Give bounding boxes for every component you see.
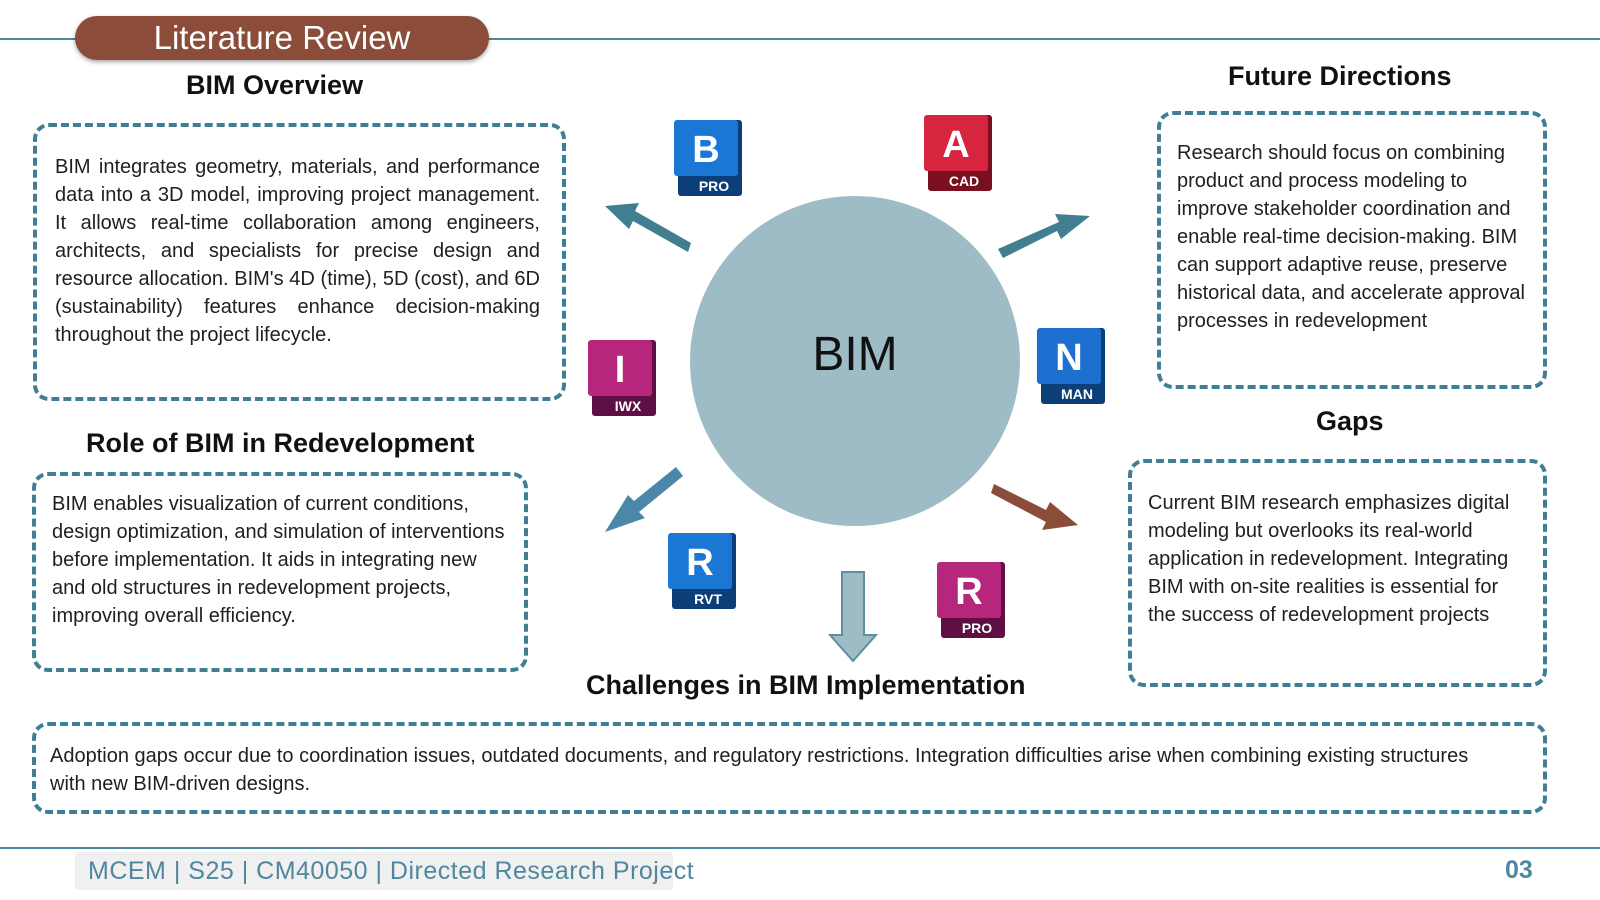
arrow-down-right bbox=[991, 484, 1078, 530]
revit-tag: RVT bbox=[694, 591, 722, 607]
overview-text: BIM integrates geometry, materials, and … bbox=[55, 156, 540, 346]
recap-pro-tag: PRO bbox=[962, 620, 992, 636]
arrow-up-left bbox=[605, 203, 691, 252]
arrow-up-right bbox=[998, 214, 1090, 258]
page-number: 03 bbox=[1505, 856, 1533, 884]
revit-icon: R RVT bbox=[668, 533, 736, 609]
challenges-box: Adoption gaps occur due to coordination … bbox=[32, 722, 1547, 814]
future-box: Research should focus on combining produ… bbox=[1157, 111, 1547, 389]
revit-letter: R bbox=[686, 542, 713, 584]
role-text: BIM enables visualization of current con… bbox=[52, 493, 505, 627]
gaps-heading: Gaps bbox=[1316, 406, 1384, 436]
recap-pro-icon: R PRO bbox=[937, 562, 1005, 638]
gaps-box: Current BIM research emphasizes digital … bbox=[1128, 459, 1547, 687]
slide-title: Literature Review bbox=[75, 16, 489, 60]
infraworks-letter: I bbox=[615, 349, 626, 391]
bim-pro-letter: B bbox=[692, 129, 719, 171]
challenges-text: Adoption gaps occur due to coordination … bbox=[50, 745, 1469, 795]
bim-circle bbox=[690, 196, 1020, 526]
role-heading: Role of BIM in Redevelopment bbox=[86, 428, 475, 458]
navisworks-icon: N MAN bbox=[1037, 328, 1105, 404]
infraworks-tag: IWX bbox=[615, 398, 642, 414]
bim-pro-icon: B PRO bbox=[674, 120, 742, 196]
footer-course-label: MCEM | S25 | CM40050 | Directed Research… bbox=[75, 852, 694, 890]
bim-pro-tag: PRO bbox=[699, 178, 729, 194]
role-box: BIM enables visualization of current con… bbox=[32, 472, 528, 672]
gaps-text: Current BIM research emphasizes digital … bbox=[1148, 492, 1510, 626]
recap-pro-letter: R bbox=[955, 571, 982, 613]
top-rule bbox=[0, 38, 1600, 40]
navisworks-letter: N bbox=[1055, 337, 1082, 379]
arrow-down bbox=[827, 571, 879, 663]
autocad-icon: A CAD bbox=[924, 115, 992, 191]
navisworks-tag: MAN bbox=[1061, 386, 1093, 402]
future-heading: Future Directions bbox=[1228, 61, 1452, 91]
infraworks-icon: I IWX bbox=[588, 340, 656, 416]
overview-heading: BIM Overview bbox=[186, 70, 364, 100]
bim-label: BIM bbox=[812, 328, 898, 381]
future-text: Research should focus on combining produ… bbox=[1177, 142, 1525, 332]
autocad-tag: CAD bbox=[949, 173, 979, 189]
challenges-heading: Challenges in BIM Implementation bbox=[586, 670, 1026, 700]
arrow-down-left bbox=[605, 467, 683, 532]
overview-box: BIM integrates geometry, materials, and … bbox=[33, 123, 566, 401]
bottom-rule bbox=[0, 847, 1600, 849]
autocad-letter: A bbox=[942, 124, 969, 166]
